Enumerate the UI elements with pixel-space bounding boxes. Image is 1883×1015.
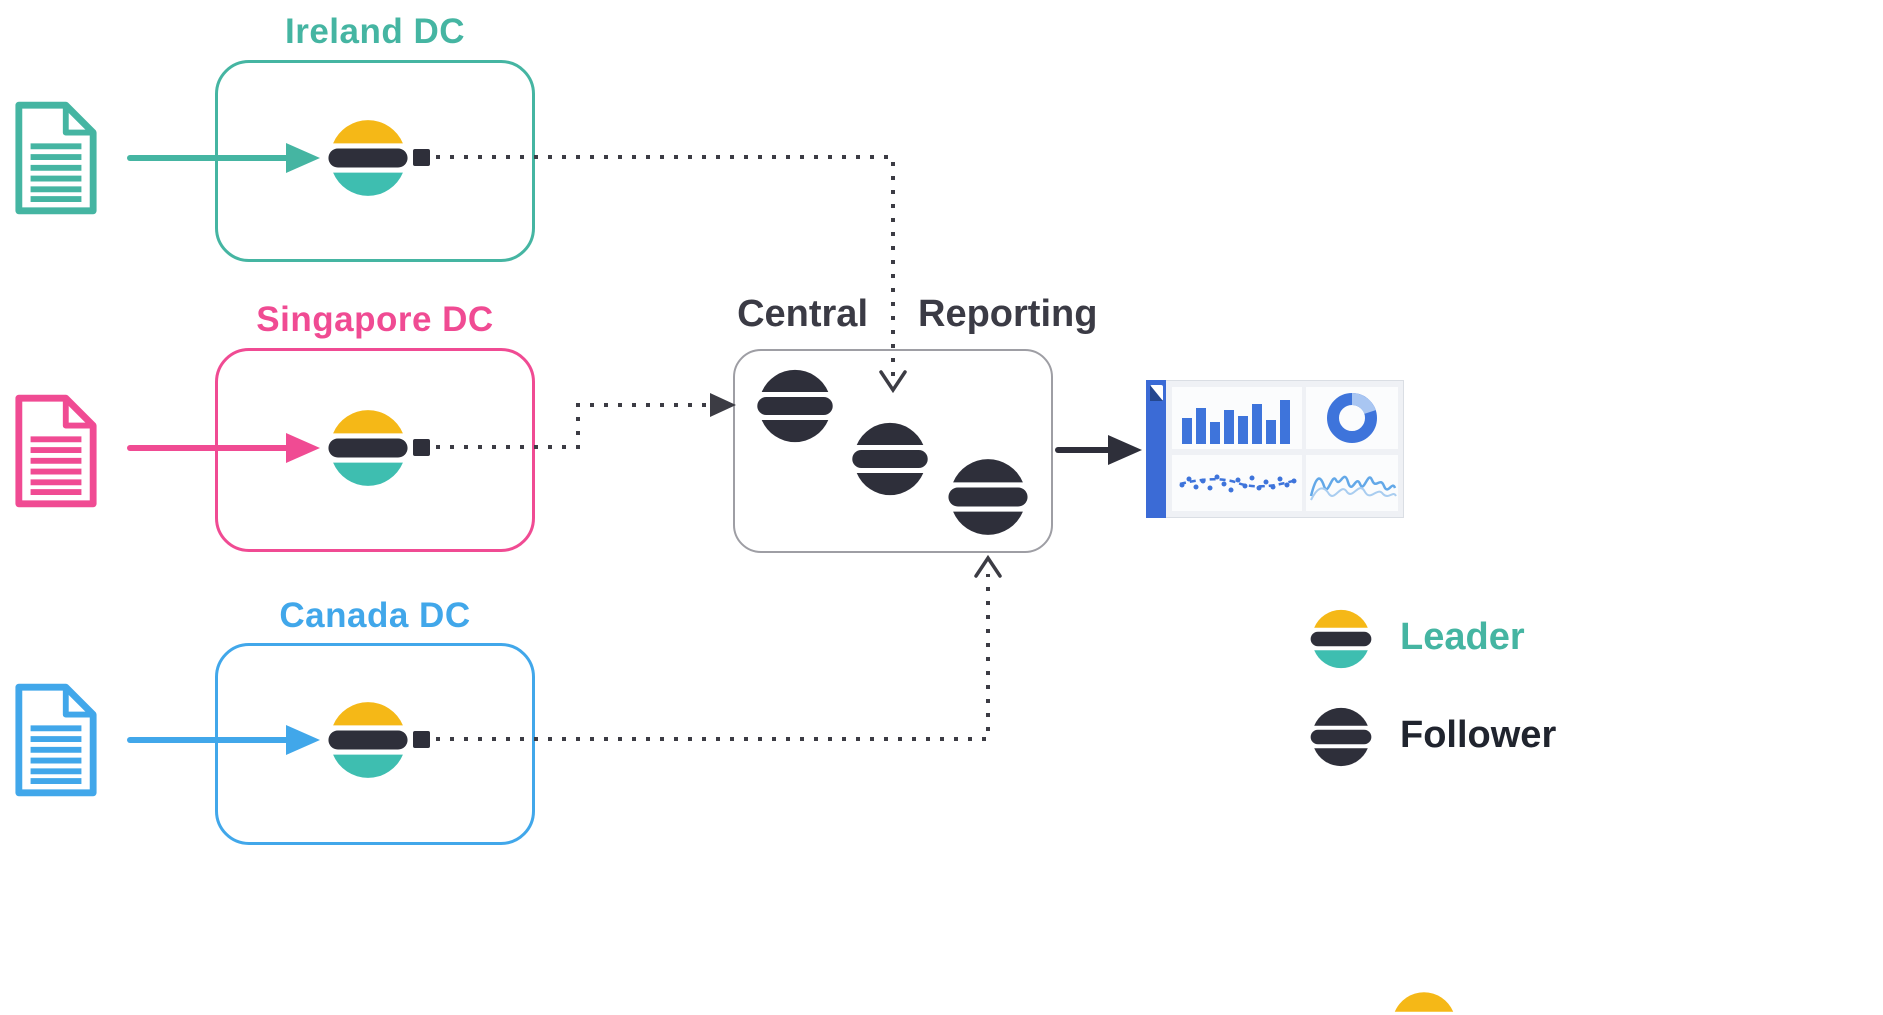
elasticsearch-follower-icon-1 [754,365,836,447]
kibana-sidebar [1146,380,1166,518]
canada-link-arrowhead [974,554,1002,578]
ireland-dc-label: Ireland DC [284,12,466,51]
reporting-output-arrow [1055,435,1142,465]
elasticsearch-follower-icon-3 [945,454,1031,540]
canada-dc-label: Canada DC [279,596,471,635]
legend-leader-label: Leader [1400,616,1525,658]
legend-leader-icon [1308,606,1374,672]
canada-dc-box [215,643,535,845]
elasticsearch-leader-icon-singapore [325,405,411,491]
elasticsearch-leader-icon-canada [325,697,411,783]
legend-follower-icon [1308,704,1374,770]
central-label-right: Reporting [918,293,1098,335]
singapore-dc-label: Singapore DC [256,300,494,339]
plug-square-icon-canada [413,731,430,748]
kibana-dashboard-icon [1146,380,1404,518]
line-chart-glyph [1309,475,1397,501]
cutoff-elasticsearch-logo-icon [1388,988,1460,1015]
document-icon-canada [12,682,100,798]
elasticsearch-leader-icon-ireland [325,115,411,201]
document-icon-singapore [12,393,100,509]
donut-chart-glyph [1327,393,1377,443]
plug-square-icon-ireland [413,149,430,166]
document-icon-ireland [12,100,100,216]
plug-square-icon-singapore [413,439,430,456]
legend-follower-label: Follower [1400,714,1557,756]
scatter-chart-glyph [1179,474,1297,493]
bar-chart-glyph [1182,400,1290,444]
central-label-left: Central [737,293,868,335]
elasticsearch-follower-icon-2 [849,418,931,500]
